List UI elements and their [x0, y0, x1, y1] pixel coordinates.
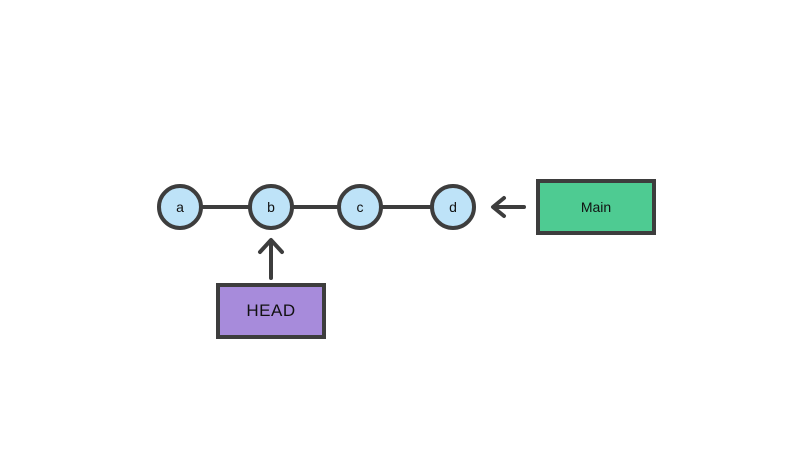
commit-node-label: b: [267, 199, 275, 215]
commit-node-a: a: [157, 184, 203, 230]
main-branch-box: Main: [536, 179, 656, 235]
commit-node-d: d: [430, 184, 476, 230]
commit-node-label: d: [449, 199, 457, 215]
head-box: HEAD: [216, 283, 326, 339]
main-branch-label: Main: [580, 199, 612, 215]
head-label: HEAD: [246, 301, 296, 320]
commit-node-label: c: [356, 199, 364, 215]
commit-node-b: b: [248, 184, 294, 230]
commit-node-c: c: [337, 184, 383, 230]
commit-node-label: a: [176, 199, 184, 215]
arrow-left-icon: [491, 196, 526, 218]
arrow-up-icon: [258, 238, 284, 280]
commit-edge-line: [180, 205, 453, 209]
